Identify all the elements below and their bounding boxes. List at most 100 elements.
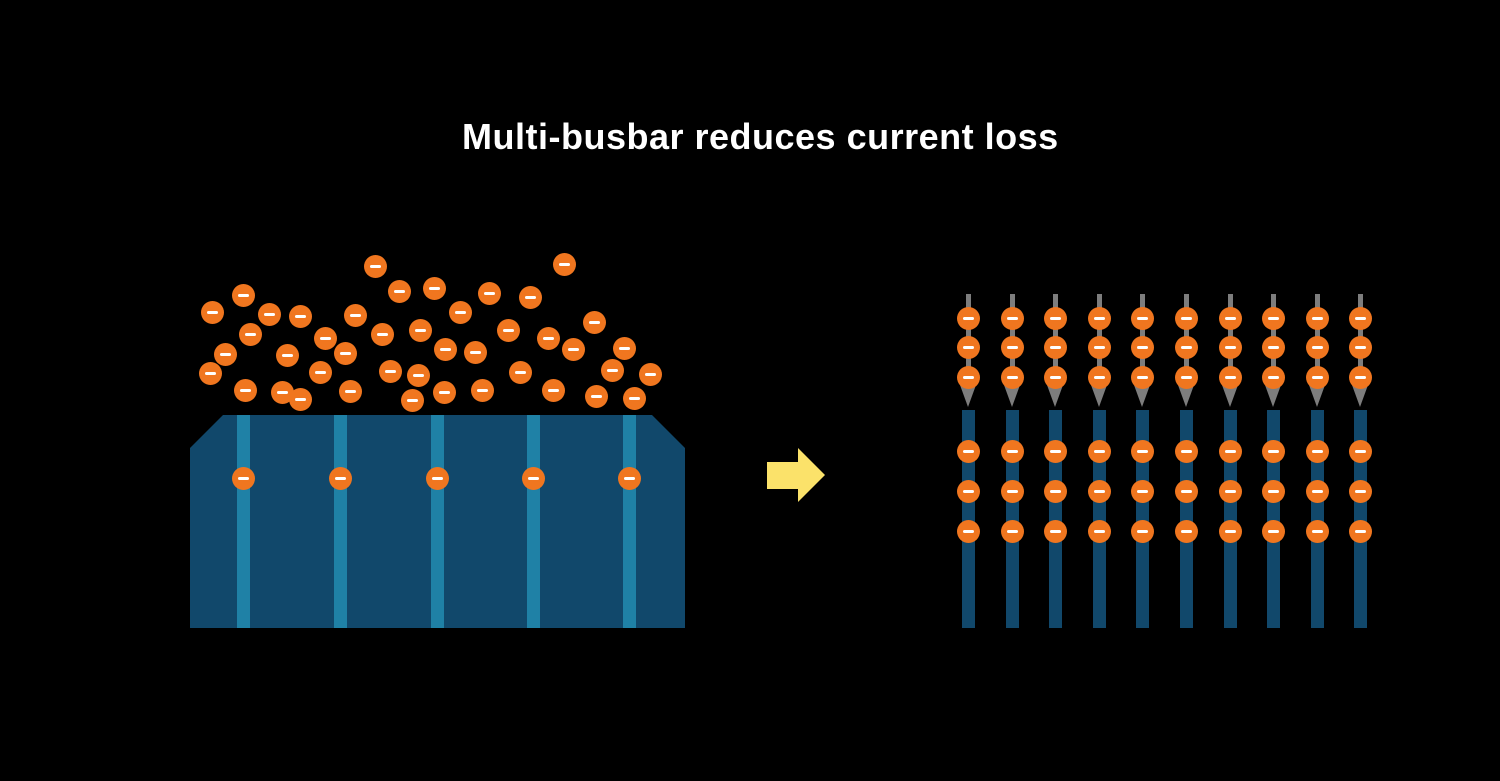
electron-icon: [400, 388, 424, 412]
minus-icon: [1224, 449, 1236, 453]
minus-icon: [431, 476, 443, 480]
busbar-wire: [1179, 410, 1193, 628]
minus-icon: [1180, 529, 1192, 533]
minus-icon: [962, 529, 974, 533]
electron-icon: [1043, 479, 1067, 503]
electron-icon: [1261, 365, 1285, 389]
electron-icon: [432, 380, 456, 404]
electron-icon: [270, 380, 294, 404]
minus-icon: [334, 476, 346, 480]
minus-icon: [606, 368, 618, 372]
electron-icon: [198, 361, 222, 385]
electron-icon: [470, 378, 494, 402]
minus-icon: [1049, 449, 1061, 453]
busbar-wire: [1048, 410, 1062, 628]
busbar-wire: [1005, 410, 1019, 628]
electron-icon: [1261, 335, 1285, 359]
electron-icon: [378, 359, 402, 383]
minus-icon: [349, 313, 361, 317]
minus-icon: [1354, 345, 1366, 349]
electron-icon: [1218, 365, 1242, 389]
minus-icon: [1180, 345, 1192, 349]
minus-icon: [1136, 345, 1148, 349]
minus-icon: [369, 264, 381, 268]
busbar-wire: [1353, 410, 1367, 628]
busbar-wire: [1135, 410, 1149, 628]
electron-icon: [1000, 365, 1024, 389]
busbar-wire: [1223, 410, 1237, 628]
electron-icon: [463, 340, 487, 364]
minus-icon: [276, 390, 288, 394]
minus-icon: [1354, 316, 1366, 320]
down-arrow-head-icon: [1264, 385, 1281, 407]
minus-icon: [962, 489, 974, 493]
down-arrow-head-icon: [1003, 385, 1020, 407]
minus-icon: [439, 347, 451, 351]
electron-icon: [477, 281, 501, 305]
electron-icon: [552, 252, 576, 276]
minus-icon: [1093, 449, 1105, 453]
minus-icon: [1224, 345, 1236, 349]
electron-icon: [1087, 365, 1111, 389]
electron-icon: [1218, 479, 1242, 503]
minus-icon: [1354, 449, 1366, 453]
minus-icon: [438, 390, 450, 394]
electron-icon: [1218, 439, 1242, 463]
minus-icon: [1311, 489, 1323, 493]
minus-icon: [483, 291, 495, 295]
electron-icon: [956, 365, 980, 389]
electron-icon: [508, 360, 532, 384]
electron-icon: [200, 300, 224, 324]
electron-icon: [387, 279, 411, 303]
electron-icon: [956, 439, 980, 463]
electron-icon: [1000, 335, 1024, 359]
electron-icon: [231, 466, 255, 490]
minus-icon: [1224, 375, 1236, 379]
minus-icon: [558, 262, 570, 266]
electron-icon: [1305, 335, 1329, 359]
electron-icon: [1348, 365, 1372, 389]
minus-icon: [206, 310, 218, 314]
minus-icon: [1354, 489, 1366, 493]
electron-icon: [1130, 519, 1154, 543]
busbar-wire: [961, 410, 975, 628]
minus-icon: [542, 336, 554, 340]
minus-icon: [376, 332, 388, 336]
minus-icon: [1180, 449, 1192, 453]
electron-icon: [238, 322, 262, 346]
minus-icon: [644, 372, 656, 376]
down-arrow-head-icon: [1308, 385, 1325, 407]
electron-icon: [1130, 479, 1154, 503]
electron-icon: [1043, 335, 1067, 359]
minus-icon: [1049, 489, 1061, 493]
electron-icon: [1348, 479, 1372, 503]
electron-icon: [1261, 439, 1285, 463]
busbar-wire: [1310, 410, 1324, 628]
minus-icon: [1224, 316, 1236, 320]
flow-arrow-shaft: [767, 461, 798, 489]
minus-icon: [454, 310, 466, 314]
electron-icon: [1087, 335, 1111, 359]
minus-icon: [628, 396, 640, 400]
electron-icon: [1348, 519, 1372, 543]
minus-icon: [1180, 489, 1192, 493]
electron-icon: [406, 363, 430, 387]
minus-icon: [962, 316, 974, 320]
minus-icon: [219, 352, 231, 356]
electron-icon: [1218, 519, 1242, 543]
minus-icon: [623, 476, 635, 480]
minus-icon: [524, 295, 536, 299]
busbar-wire: [1092, 410, 1106, 628]
flow-arrow-head: [798, 447, 825, 502]
electron-icon: [328, 466, 352, 490]
minus-icon: [1267, 529, 1279, 533]
minus-icon: [1006, 449, 1018, 453]
minus-icon: [1224, 489, 1236, 493]
electron-icon: [370, 322, 394, 346]
electron-icon: [1174, 335, 1198, 359]
electron-icon: [638, 362, 662, 386]
electron-icon: [231, 283, 255, 307]
down-arrow-head-icon: [1221, 385, 1238, 407]
minus-icon: [1354, 529, 1366, 533]
